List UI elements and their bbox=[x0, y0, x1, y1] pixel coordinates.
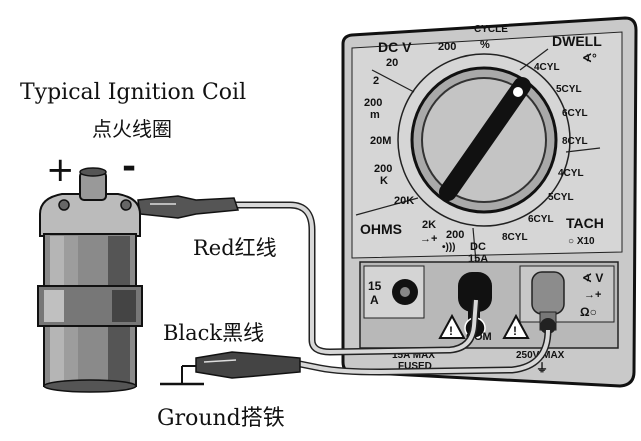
dc-15a-label-dc: DC bbox=[470, 241, 486, 253]
black-lead-label: Black黑线 bbox=[163, 321, 265, 345]
warning-icon-left bbox=[438, 313, 466, 339]
warning-mark-right: ! bbox=[513, 324, 517, 338]
dwell-degree-symbol: ∢° bbox=[582, 51, 597, 65]
ohms-200k-label: 200 bbox=[374, 163, 392, 175]
v-ohm-jack-socket[interactable] bbox=[540, 318, 556, 334]
tach-8cyl: 8CYL bbox=[502, 232, 528, 243]
ohms-200k-unit: K bbox=[380, 175, 388, 187]
fused-label: FUSED bbox=[398, 361, 432, 372]
ignition-coil bbox=[37, 167, 143, 393]
selector-pointer bbox=[439, 77, 531, 201]
coil-positive-terminal bbox=[58, 199, 70, 211]
cycle-percent: % bbox=[480, 39, 490, 51]
test-leads bbox=[137, 195, 552, 386]
dcv-200m-label: 200 bbox=[364, 97, 382, 109]
red-probe-clip bbox=[137, 195, 240, 219]
diode-icon: →+ bbox=[420, 233, 437, 245]
pointer-indicator bbox=[513, 87, 523, 97]
negative-terminal-label: - bbox=[122, 147, 137, 187]
coil-negative-terminal bbox=[120, 199, 132, 211]
positive-terminal-label: + bbox=[46, 150, 75, 190]
multimeter: DC V 200 20 2 200 m CYCLE % DWELL ∢° 4CY… bbox=[341, 16, 638, 388]
coil-title-en: Typical Ignition Coil bbox=[20, 80, 247, 105]
ohm-jack-icon: Ω○ bbox=[580, 305, 597, 319]
dcv-20-label: 20 bbox=[386, 57, 398, 69]
red-lead-label: Red红线 bbox=[193, 236, 277, 260]
dcv-2-label: 2 bbox=[373, 75, 379, 87]
dcv-label: DC V bbox=[378, 39, 412, 55]
dwell-5cyl: 5CYL bbox=[556, 84, 582, 95]
ohms-label: OHMS bbox=[360, 221, 402, 237]
tach-5cyl: 5CYL bbox=[548, 192, 574, 203]
ohms-20k-label: 20K bbox=[394, 195, 414, 207]
ohms-20m-label: 20M bbox=[370, 135, 391, 147]
jack-15a-number: 15 bbox=[368, 279, 382, 293]
ground-symbol-icon: ⏚ bbox=[536, 361, 548, 375]
warning-icon-right bbox=[502, 313, 530, 339]
ground-label: Ground搭铁 bbox=[157, 406, 285, 431]
tach-4cyl: 4CYL bbox=[558, 168, 584, 179]
warning-mark-left: ! bbox=[449, 324, 453, 338]
tach-6cyl: 6CYL bbox=[528, 214, 554, 225]
max-15a-label: 15A MAX bbox=[392, 350, 435, 361]
jack-15a-unit: A bbox=[370, 293, 379, 307]
red-probe-plug bbox=[531, 271, 565, 315]
diode-jack-icon: →+ bbox=[584, 289, 601, 301]
dwell-6cyl: 6CYL bbox=[562, 108, 588, 119]
dwell-8cyl: 8CYL bbox=[562, 136, 588, 147]
coil-title-zh: 点火线圈 bbox=[92, 117, 172, 141]
dwell-label: DWELL bbox=[552, 33, 602, 49]
dcv-200m-unit: m bbox=[370, 109, 380, 121]
black-probe-plug bbox=[458, 272, 492, 312]
ohms-200-label: 200 bbox=[446, 229, 464, 241]
tach-x10-label: ○ X10 bbox=[568, 236, 595, 247]
dial-ring bbox=[397, 53, 571, 227]
cycle-label: CYCLE bbox=[474, 24, 508, 35]
volt-jack-icon: ∢ V bbox=[582, 271, 603, 285]
dwell-4cyl: 4CYL bbox=[534, 62, 560, 73]
continuity-icon: •))) bbox=[442, 242, 456, 253]
tach-label: TACH bbox=[566, 215, 604, 231]
dcv-2000-label: 200 bbox=[438, 41, 456, 53]
black-probe-clip bbox=[195, 351, 301, 379]
ohms-2k-label: 2K bbox=[422, 219, 436, 231]
